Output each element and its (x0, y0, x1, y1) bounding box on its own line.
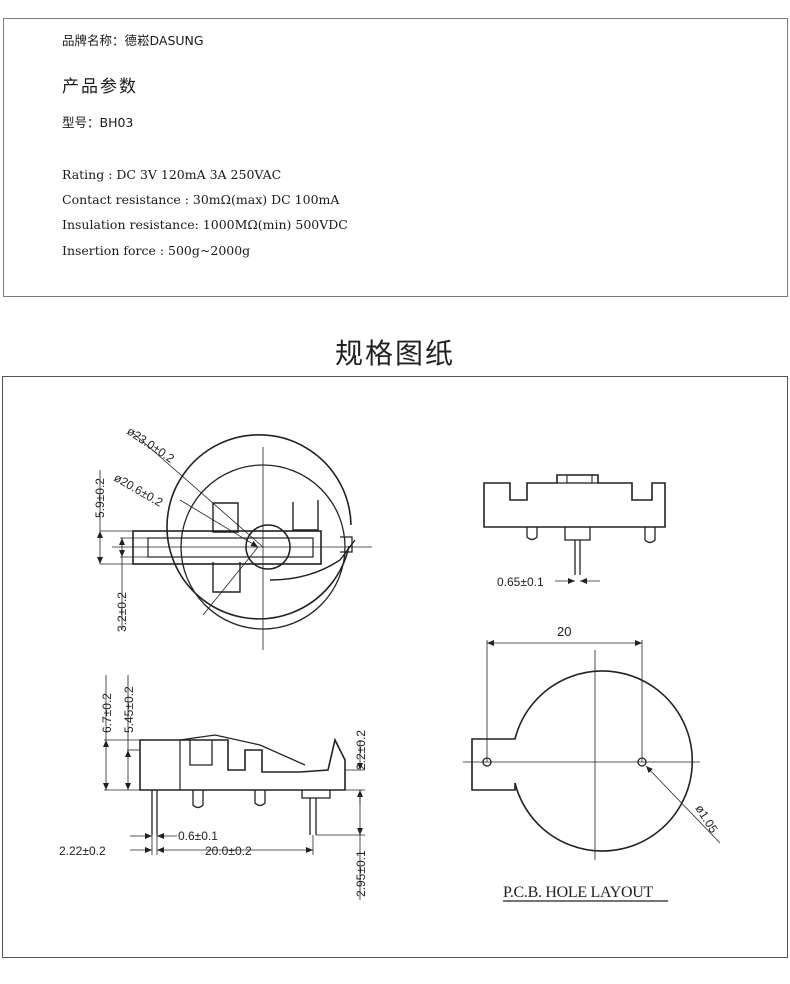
dim-6-7: 6.7±0.2 (100, 693, 114, 733)
side-view (139, 734, 346, 835)
dim-outer-diameter: ø23.0±0.2 (124, 424, 177, 466)
dim-5-45: 5.45±0.2 (122, 686, 136, 733)
model-number: 型号：BH03 (62, 115, 134, 130)
dim-20: 20 (557, 624, 571, 639)
outer-circle-outline (166, 434, 352, 620)
dim-0-6: 0.6±0.1 (178, 829, 218, 843)
dim-2-2: 2.2±0.2 (354, 730, 368, 770)
top-view-centerlines (97, 432, 372, 650)
contact-tab-outline (132, 530, 322, 565)
params-heading: 产品参数 (62, 77, 138, 97)
dim-20-0: 20.0±0.2 (205, 844, 252, 858)
spec-insulation-resistance: Insulation resistance: 1000MΩ(min) 500VD… (62, 217, 348, 232)
pcb-layout (471, 670, 694, 852)
dim-3-2: 3.2±0.2 (115, 592, 129, 632)
dim-0-65: 0.65±0.1 (497, 575, 544, 589)
brand-name: 品牌名称：德崧DASUNG (62, 33, 204, 48)
pcb-hole-layout-label: P.C.B. HOLE LAYOUT (503, 884, 654, 901)
product-info-box (3, 18, 788, 297)
dim-2-22: 2.22±0.2 (59, 844, 106, 858)
top-view (132, 434, 356, 630)
dim-inner-diameter: ø20.6±0.2 (112, 470, 166, 509)
drawing-section-title: 规格图纸 (334, 337, 455, 370)
front-view (483, 474, 666, 575)
spec-insertion-force: Insertion force : 500g~2000g (62, 243, 251, 258)
dim-2-95: 2.95±0.1 (354, 850, 368, 897)
spec-rating: Rating : DC 3V 120mA 3A 250VAC (62, 167, 282, 182)
dim-5-9: 5.9±0.2 (93, 478, 107, 518)
spec-contact-resistance: Contact resistance : 30mΩ(max) DC 100mA (62, 192, 340, 207)
contact-spring-outline (147, 537, 314, 558)
drawing-box (2, 376, 788, 958)
